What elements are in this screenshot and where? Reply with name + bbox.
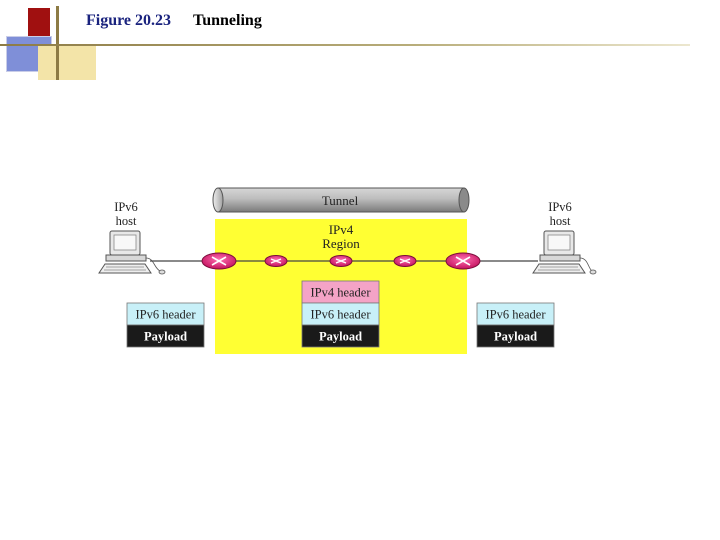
decor-horizontal-line: [0, 44, 690, 46]
left-packet: IPv6 header Payload: [126, 302, 205, 348]
middle-packet-payload: [301, 324, 380, 348]
left-packet-payload: [126, 324, 205, 348]
region-label-line2: Region: [322, 236, 360, 251]
left-host-label-line1: IPv6: [114, 200, 138, 214]
right-host-label-line1: IPv6: [548, 200, 572, 214]
tunnel-label: Tunnel: [322, 193, 359, 208]
decor-dark-square: [28, 8, 50, 44]
router-right-icon: [445, 252, 481, 270]
left-host-computer-icon: [98, 230, 166, 275]
figure-number: Figure 20.23: [86, 12, 172, 29]
left-packet-header-label: IPv6 header: [135, 308, 196, 322]
router-left-icon: [201, 252, 237, 270]
right-host-label-line2: host: [550, 214, 571, 228]
middle-packet-payload-label: Payload: [319, 330, 362, 344]
decor-yellow-square: [38, 44, 96, 80]
router-2-icon: [329, 255, 353, 267]
right-packet-header-label: IPv6 header: [485, 308, 546, 322]
router-3-icon: [393, 255, 417, 267]
region-label-line1: IPv4: [329, 222, 354, 237]
router-1-icon: [264, 255, 288, 267]
right-packet-payload-label: Payload: [494, 330, 537, 344]
left-packet-payload-label: Payload: [144, 330, 187, 344]
figure-title: Tunneling: [193, 12, 262, 29]
slide-title: Figure 20.23 Tunneling: [86, 12, 262, 30]
middle-packet-outer-header-label: IPv4 header: [310, 286, 371, 300]
middle-packet: IPv4 header IPv6 header Payload: [301, 280, 380, 348]
tunnel-pipe: [212, 187, 470, 213]
decor-vertical-line: [56, 6, 59, 80]
middle-packet-inner-header-label: IPv6 header: [310, 308, 371, 322]
left-host-label-line2: host: [116, 214, 137, 228]
right-host-computer-icon: [532, 230, 597, 275]
right-packet-payload: [476, 324, 555, 348]
right-packet: IPv6 header Payload: [476, 302, 555, 348]
